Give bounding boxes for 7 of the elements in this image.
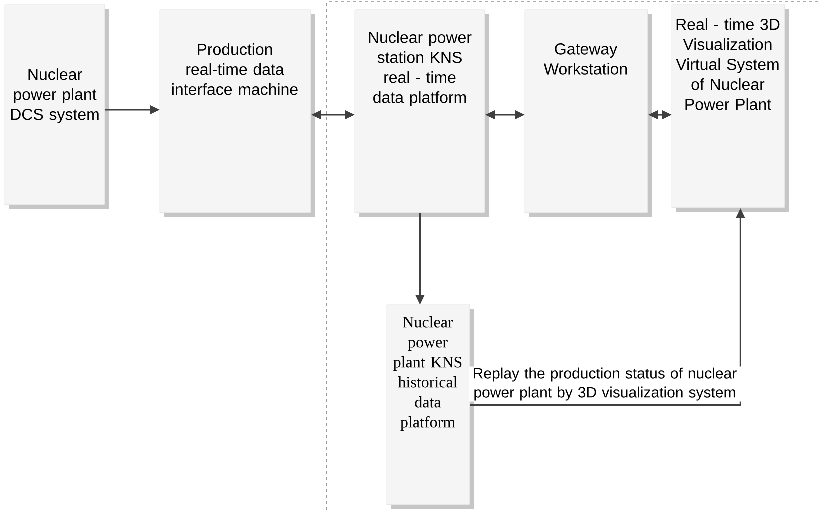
process-box: Nuclear power station KNS real - time data platform [355,10,489,217]
process-box: Gateway Workstation [525,10,652,217]
process-box: Real - time 3D Visualization Virtual System of Nuclear Power Plant [672,5,789,212]
process-box: Production real-time data interface machine [160,10,315,217]
edge-label: Replay the production status of nuclear power plant by 3D visualization system [474,368,737,401]
process-box: Nuclear power plant DCS system [5,5,109,209]
process-box: Nuclear power plant KNS historical data platform [387,305,474,509]
